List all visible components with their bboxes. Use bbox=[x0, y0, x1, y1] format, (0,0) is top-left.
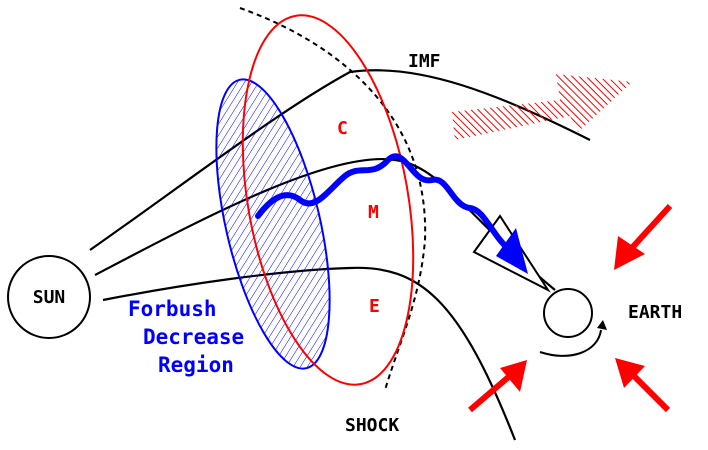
compression-arrow-bottom-left bbox=[468, 360, 527, 413]
field-line-lower bbox=[102, 266, 517, 441]
solar-wind-arrow bbox=[452, 74, 632, 140]
cme-letter-c: C bbox=[337, 118, 348, 139]
forbush-label-line2: Decrease bbox=[143, 325, 244, 349]
particle-path bbox=[255, 153, 513, 253]
sun-circle bbox=[7, 255, 91, 339]
forbush-decrease-region bbox=[215, 78, 331, 370]
cme-loop bbox=[241, 14, 415, 386]
imf-label: IMF bbox=[408, 51, 441, 72]
particle-arrowhead bbox=[496, 228, 528, 274]
compression-arrow-bottom-right bbox=[615, 358, 671, 413]
earth-circle bbox=[543, 288, 593, 338]
imf-line-upper bbox=[89, 69, 591, 251]
forbush-label-line1: Forbush bbox=[128, 297, 217, 321]
forbush-label-line3: Region bbox=[158, 353, 234, 377]
cme-letter-m: M bbox=[368, 202, 379, 223]
shock-label: SHOCK bbox=[345, 415, 399, 436]
rotation-arrowhead bbox=[597, 320, 607, 330]
cme-letter-e: E bbox=[369, 296, 380, 317]
rotation-arc bbox=[539, 329, 602, 357]
earth-label: EARTH bbox=[628, 302, 682, 323]
sun-label: SUN bbox=[33, 287, 66, 308]
compression-arrow-top bbox=[614, 203, 673, 270]
field-line-middle bbox=[94, 157, 556, 291]
